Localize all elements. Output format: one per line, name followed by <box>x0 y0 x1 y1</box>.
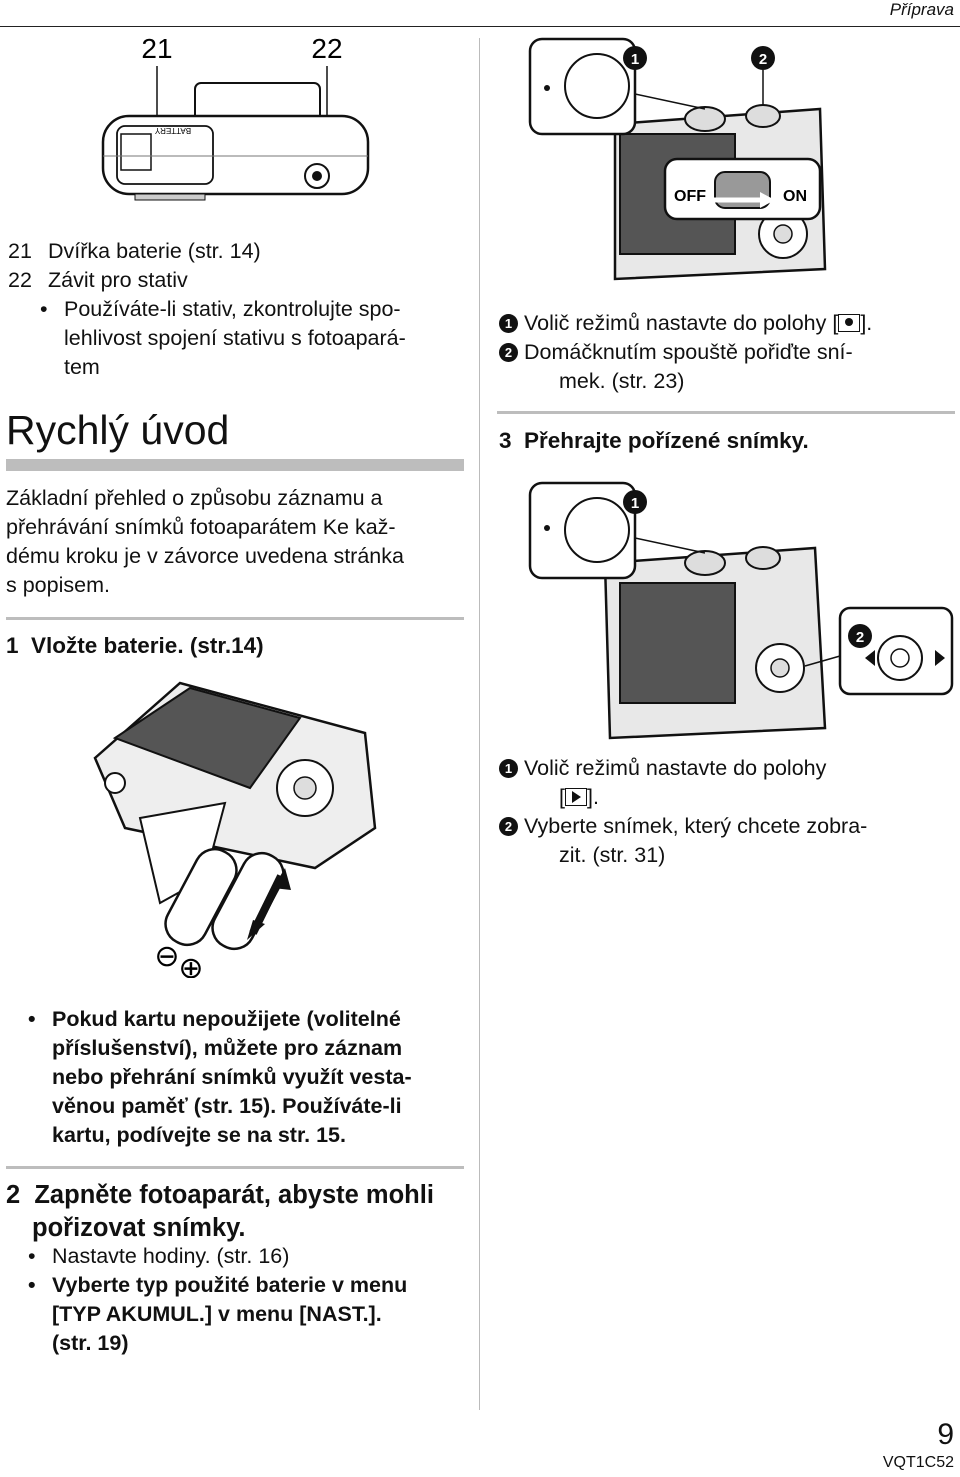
stand-note: •Používáte-li stativ, zkontrolujte spo- … <box>40 297 406 379</box>
step2-heading: 2 Zapněte fotoaparát, abyste mohli pořiz… <box>6 1181 434 1242</box>
card-note: •Pokud kartu nepoužijete (volitelné přís… <box>28 1007 412 1147</box>
record-step-marker-2: 2 <box>499 343 518 362</box>
play-step-marker-2: 2 <box>499 817 518 836</box>
battery-label: BATTERY <box>154 126 191 135</box>
off-label: OFF <box>674 188 706 205</box>
record-step-marker-1: 1 <box>499 314 518 333</box>
record-figure: 1 2 OFF ON <box>528 37 827 281</box>
camera-mode-icon <box>838 314 861 332</box>
step1-heading: 1 Vložte baterie. (str.14) <box>6 633 264 658</box>
camera-bottom-figure: 21 22 BATTERY <box>101 33 370 201</box>
section-title-rule <box>6 459 464 471</box>
on-label: ON <box>783 188 807 205</box>
play-marker-2: 2 <box>856 629 864 646</box>
document-code: VQT1C52 <box>882 1454 954 1471</box>
callout-21: 21 <box>141 33 172 64</box>
section-title: Rychlý úvod <box>6 407 230 453</box>
intro-paragraph: Základní přehled o způsobu záznamu a pře… <box>6 486 404 597</box>
page-number: 9 <box>937 1418 954 1451</box>
step3-rule <box>497 411 955 414</box>
play-figure: 1 2 <box>528 481 954 740</box>
callout-22: 22 <box>311 33 342 64</box>
plus-symbol: ⊕ <box>178 952 203 978</box>
marker-1: 1 <box>631 51 639 68</box>
battery-insert-figure: ⊖ ⊕ <box>93 681 377 978</box>
minus-symbol: ⊖ <box>154 940 179 973</box>
step2-bullets: •Nastavte hodiny. (str. 16) •Vyberte typ… <box>28 1244 408 1355</box>
running-header: Příprava <box>889 0 954 19</box>
marker-2: 2 <box>759 51 767 68</box>
playback-mode-icon <box>564 788 587 806</box>
column-divider <box>479 38 480 1410</box>
step2-rule <box>6 1166 464 1169</box>
step3-heading: 3 Přehrajte pořízené snímky. <box>499 428 809 453</box>
play-marker-1: 1 <box>631 495 639 512</box>
step1-rule <box>6 617 464 620</box>
play-step-marker-1: 1 <box>499 759 518 778</box>
header-rule <box>0 26 960 27</box>
